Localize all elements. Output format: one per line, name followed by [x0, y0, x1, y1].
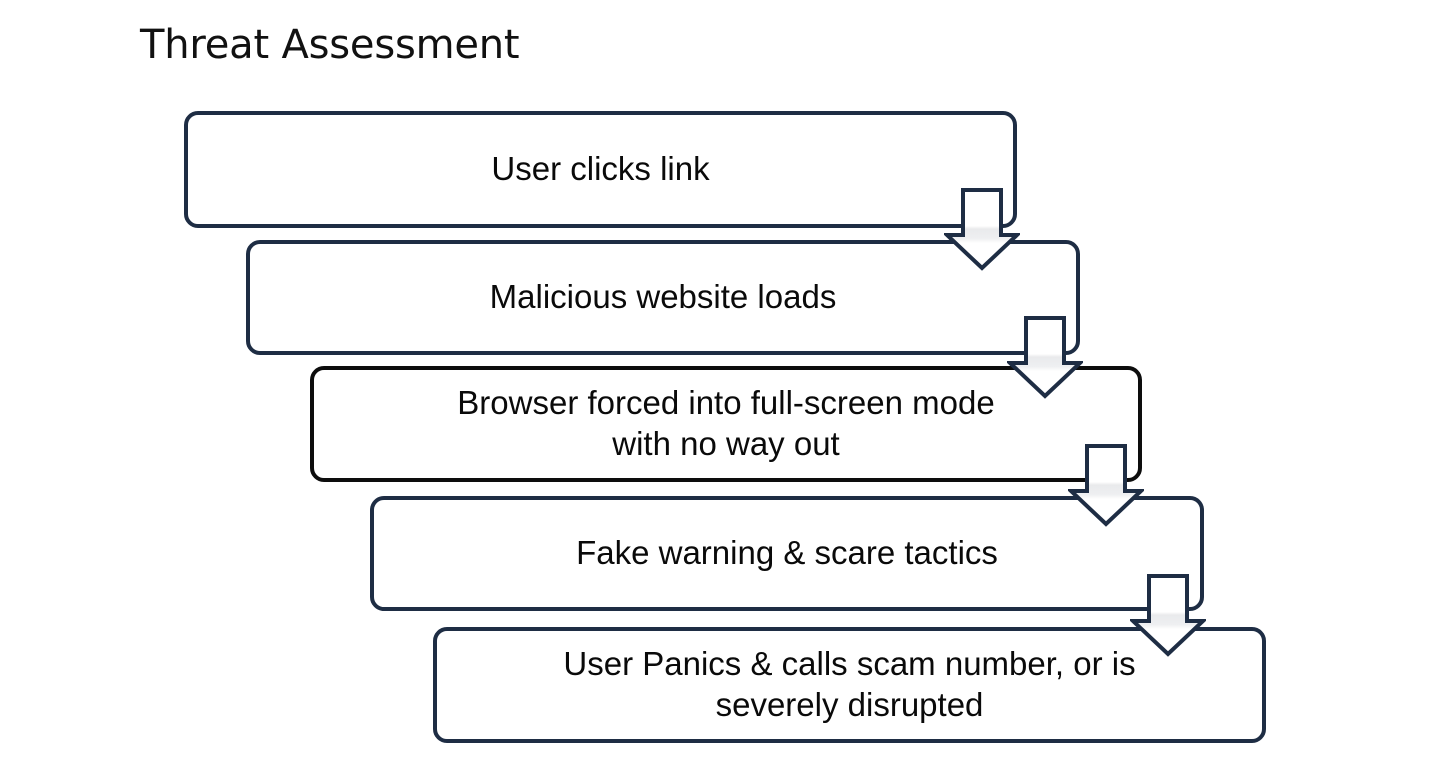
- flow-step-2-label: Malicious website loads: [489, 278, 837, 316]
- page-title: Threat Assessment: [140, 22, 520, 68]
- flow-step-1[interactable]: User clicks link: [184, 111, 1017, 228]
- flow-step-4-label: Fake warning & scare tactics: [576, 534, 998, 572]
- flow-step-2[interactable]: Malicious website loads: [246, 240, 1080, 355]
- flow-step-5-label: User Panics & calls scam number, or is s…: [563, 645, 1136, 723]
- flow-step-1-label: User clicks link: [491, 150, 710, 188]
- flow-step-3-label: Browser forced into full-screen mode wit…: [457, 384, 995, 462]
- flow-step-5[interactable]: User Panics & calls scam number, or is s…: [433, 627, 1266, 743]
- flow-step-3[interactable]: Browser forced into full-screen mode wit…: [310, 366, 1142, 482]
- flow-step-4[interactable]: Fake warning & scare tactics: [370, 496, 1204, 611]
